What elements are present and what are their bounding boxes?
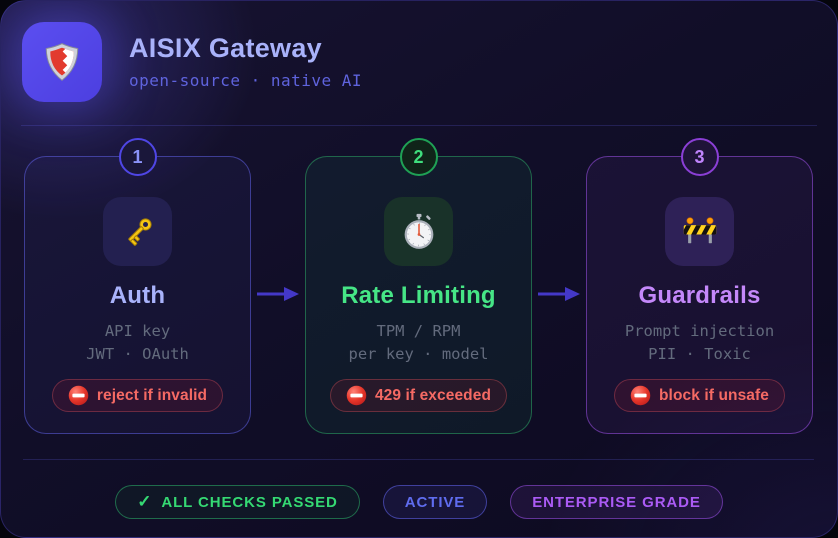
step-number-badge: 1 [118,138,157,176]
app-logo [22,22,102,102]
step-title: Auth [109,282,166,309]
step-card-auth[interactable]: 1 Auth API key JWT · OAuth [24,138,251,434]
step-action-label: 429 if exceeded [374,386,492,404]
badge-label: ACTIVE [404,493,466,511]
step-action-pill: reject if invalid [51,379,224,412]
step-details: Prompt injection PII · Toxic [625,320,774,366]
header: AISIX Gateway open-source · native AI [22,22,362,102]
active-badge[interactable]: ACTIVE [382,485,488,519]
step-details: API key JWT · OAuth [86,320,189,366]
step-action-label: reject if invalid [96,386,208,404]
check-icon: ✓ [137,492,153,511]
status-badges: ✓ ALL CHECKS PASSED ACTIVE ENTERPRISE GR… [1,485,837,519]
step-icon-tile [384,197,453,266]
all-checks-passed-badge[interactable]: ✓ ALL CHECKS PASSED [115,485,360,519]
shield-icon [45,43,79,81]
barrier-icon [683,216,716,243]
badge-label: ENTERPRISE GRADE [532,493,701,511]
step-title: Guardrails [638,282,761,309]
enterprise-grade-badge[interactable]: ENTERPRISE GRADE [510,485,723,519]
no-entry-icon [346,385,367,406]
step-detail-line: Prompt injection [624,322,775,340]
badge-label: ALL CHECKS PASSED [161,493,338,511]
step-card-guardrails[interactable]: 3 Guardrails Promp [586,138,813,434]
step-action-pill: 429 if exceeded [329,379,508,412]
no-entry-icon [630,385,651,406]
header-divider [21,125,817,126]
step-number-badge: 3 [680,138,719,176]
step-detail-line: API key [104,322,171,340]
pipeline-steps: 1 Auth API key JWT · OAuth [24,138,813,434]
page-subtitle: open-source · native AI [129,70,363,90]
flow-arrow-icon [257,287,299,301]
step-detail-line: JWT · OAuth [86,345,189,363]
step-detail-line: TPM / RPM [376,322,461,340]
step-icon-tile [665,197,734,266]
no-entry-icon [68,385,89,406]
step-detail-line: PII · Toxic [648,345,751,363]
page-title: AISIX Gateway [129,32,322,63]
step-card-rate-limiting[interactable]: 2 Rate Limiting TPM / RPM per key · mode [305,138,532,434]
step-number-badge: 2 [399,138,438,176]
step-details: TPM / RPM per key · model [349,320,489,366]
key-icon [127,217,152,246]
step-action-pill: block if unsafe [613,379,786,412]
step-action-label: block if unsafe [658,386,770,404]
stopwatch-icon [404,213,433,249]
step-detail-line: per key · model [348,345,489,363]
header-text: AISIX Gateway open-source · native AI [129,32,363,90]
flow-arrow-icon [538,287,580,301]
footer-divider [23,459,814,460]
step-title: Rate Limiting [341,282,496,309]
step-icon-tile [103,197,172,266]
